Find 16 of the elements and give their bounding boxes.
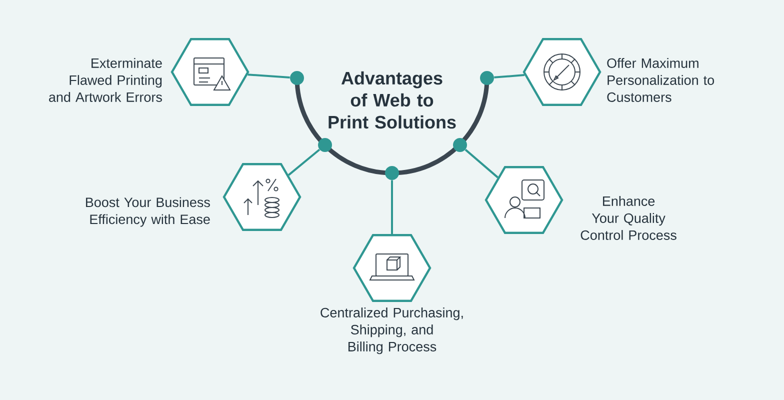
label: Exterminate Flawed Printing and Artwork Errors — [49, 58, 162, 102]
dot — [290, 71, 304, 85]
label: Enhance Your Quality Control Process — [580, 196, 676, 240]
connector — [248, 74, 290, 78]
label: Centralized Purchasing, Shipping, and Billing Process — [320, 308, 463, 354]
dot — [453, 138, 467, 152]
connector — [464, 148, 498, 178]
connector — [494, 74, 525, 78]
diagram-title: Advantages of Web to Print Solutions — [328, 71, 456, 129]
connector — [391, 180, 393, 234]
dot — [480, 71, 494, 85]
label: Boost Your Business Efficiency with Ease — [86, 197, 210, 227]
connector — [288, 148, 320, 176]
dot — [318, 138, 332, 152]
dot — [385, 166, 399, 180]
label: Offer Maximum Personalization to Customers — [607, 58, 714, 102]
